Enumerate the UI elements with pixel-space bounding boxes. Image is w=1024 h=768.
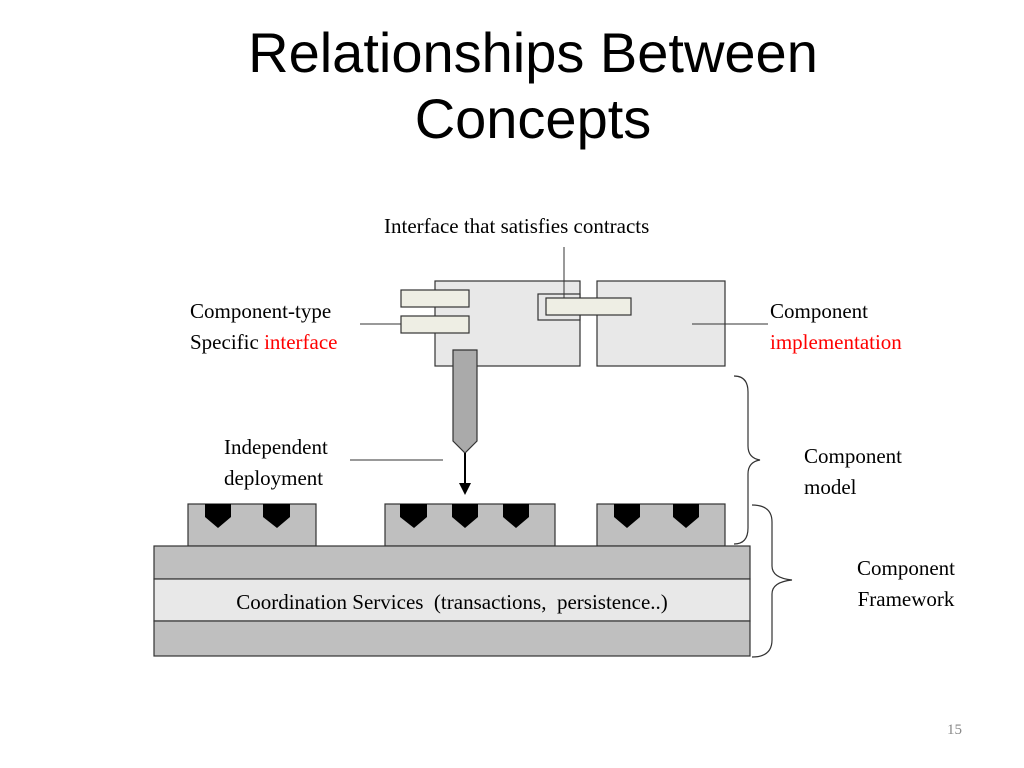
label-component-type-line-1: Component-type: [190, 299, 332, 323]
interface-plug-lower: [400, 315, 470, 334]
slide-title-line-2: Concepts: [414, 87, 652, 150]
connector-pin: [452, 504, 478, 528]
label-component-framework: Component Framework: [830, 553, 982, 615]
label-interface-highlight: interface: [264, 330, 338, 354]
slide-title: Relationships Between Concepts: [0, 20, 1024, 152]
interface-plug-upper: [400, 289, 470, 308]
brace-component-model: [733, 375, 761, 545]
label-specific-text: Specific: [190, 330, 265, 354]
connector-pin: [673, 504, 699, 528]
label-component-model-line-1: Component: [804, 444, 902, 468]
label-component-type-line-2: Specific interface: [190, 327, 338, 358]
label-component-framework-line-2: Framework: [857, 587, 955, 611]
page-number: 15: [947, 722, 962, 738]
label-component-model: Component model: [804, 441, 902, 503]
label-implementation-highlight: implementation: [770, 330, 902, 354]
label-component-framework-line-1: Component: [857, 556, 955, 580]
label-independent-line-2: deployment: [224, 466, 324, 490]
connector-pin: [503, 504, 529, 528]
deployment-probe: [452, 349, 478, 454]
label-component-implementation: Component implementation: [770, 296, 902, 358]
framework-top-bar: [153, 545, 751, 580]
connector-pin: [263, 504, 290, 528]
coordination-services-label: Coordination Services (transactions, per…: [236, 590, 668, 614]
label-component-model-line-2: model: [804, 475, 857, 499]
interface-plug-shared: [545, 297, 632, 316]
label-independent-line-1: Independent: [224, 435, 328, 459]
framework-bottom-bar: [153, 620, 751, 657]
connector-pin: [614, 504, 640, 528]
label-interface-contracts: Interface that satisfies contracts: [384, 214, 650, 238]
connector-pin: [400, 504, 427, 528]
slide-title-line-1: Relationships Between: [248, 21, 818, 84]
label-component-impl-line-1: Component: [770, 299, 868, 323]
label-independent-deployment: Independent deployment: [224, 432, 328, 494]
label-component-type-interface: Component-type Specific interface: [190, 296, 338, 358]
coordination-services-bar: [153, 578, 751, 622]
brace-component-framework: [751, 504, 793, 658]
connector-pin: [205, 504, 231, 528]
deployment-arrow-head: [459, 483, 471, 495]
